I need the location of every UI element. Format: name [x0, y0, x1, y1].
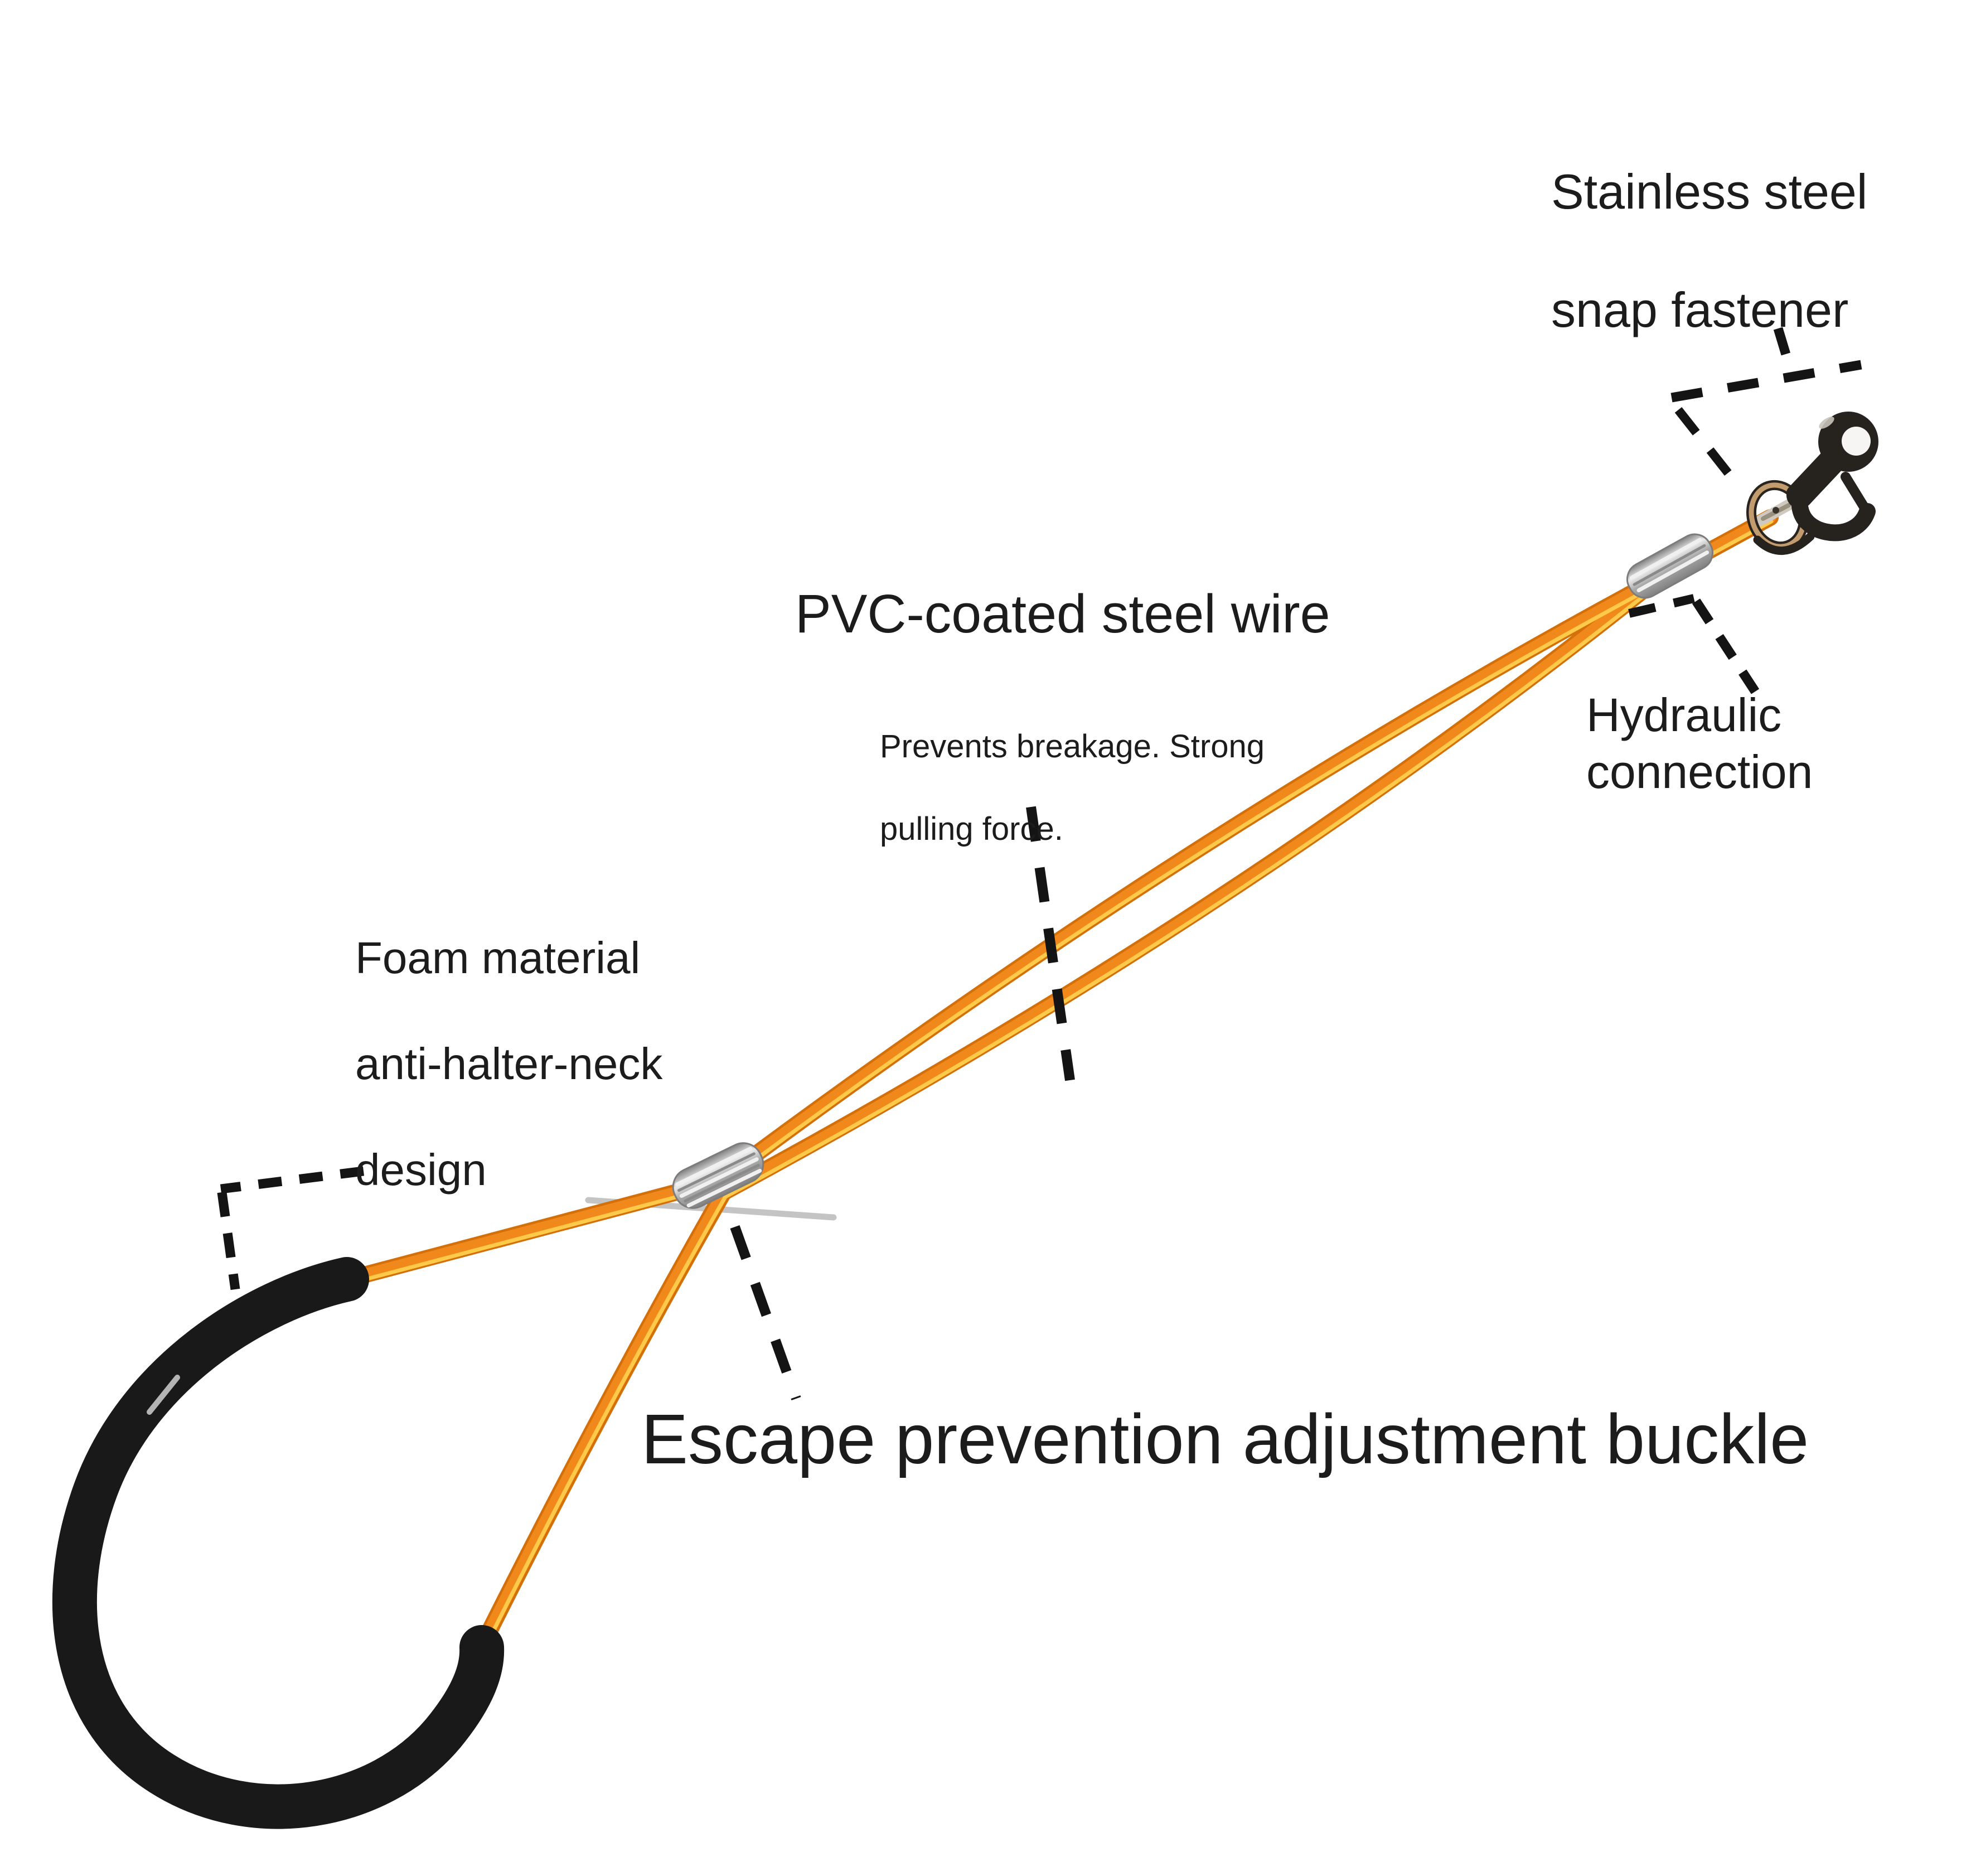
- wire-ferrule: [1755, 498, 1796, 526]
- leader-foam-vertical: [217, 1191, 240, 1290]
- leader-crimp-bracket: [1628, 594, 1695, 618]
- hydraulic-connection-crimp: [1626, 533, 1713, 599]
- label-pvc-wire-title: PVC-coated steel wire: [795, 583, 1330, 644]
- leader-buckle: [730, 1225, 801, 1401]
- snap-hook-gate: [1841, 472, 1870, 514]
- leader-hook-bracket-left: [1674, 407, 1741, 487]
- label-hydraulic-line2: connection: [1586, 746, 1813, 798]
- foam-handle-loop: [52, 1257, 505, 1829]
- label-hydraulic-line1: Hydraulic: [1586, 689, 1782, 741]
- snap-hook-eye-hole: [1842, 427, 1871, 456]
- label-foam-line1: Foam material: [355, 933, 641, 983]
- leader-snap-fastener: [1773, 327, 1797, 376]
- label-adjustment-buckle: Escape prevention adjustment buckle: [641, 1400, 1809, 1478]
- leader-hydraulic: [1692, 598, 1760, 694]
- foam-glint: [147, 1375, 180, 1415]
- label-pvc-wire-desc-line1: Prevents breakage. Strong: [880, 728, 1265, 765]
- leader-hook-bracket-top: [1670, 360, 1862, 403]
- leader-lines: [217, 327, 1862, 1401]
- adjustment-buckle: [672, 1142, 764, 1209]
- label-snap-fastener-line1: Stainless steel: [1551, 164, 1868, 219]
- swivel-stirrup: [1753, 532, 1815, 555]
- leader-pvc-wire: [1026, 806, 1075, 1081]
- snap-hook: [1786, 412, 1878, 541]
- label-foam-line2: anti-halter-neck: [355, 1039, 663, 1089]
- label-pvc-wire-desc-line2: pulling force.: [880, 811, 1063, 847]
- label-snap-fastener-line2: snap fastener: [1551, 282, 1849, 337]
- leader-foam-horizontal: [220, 1166, 365, 1194]
- label-foam-line3: design: [355, 1145, 487, 1195]
